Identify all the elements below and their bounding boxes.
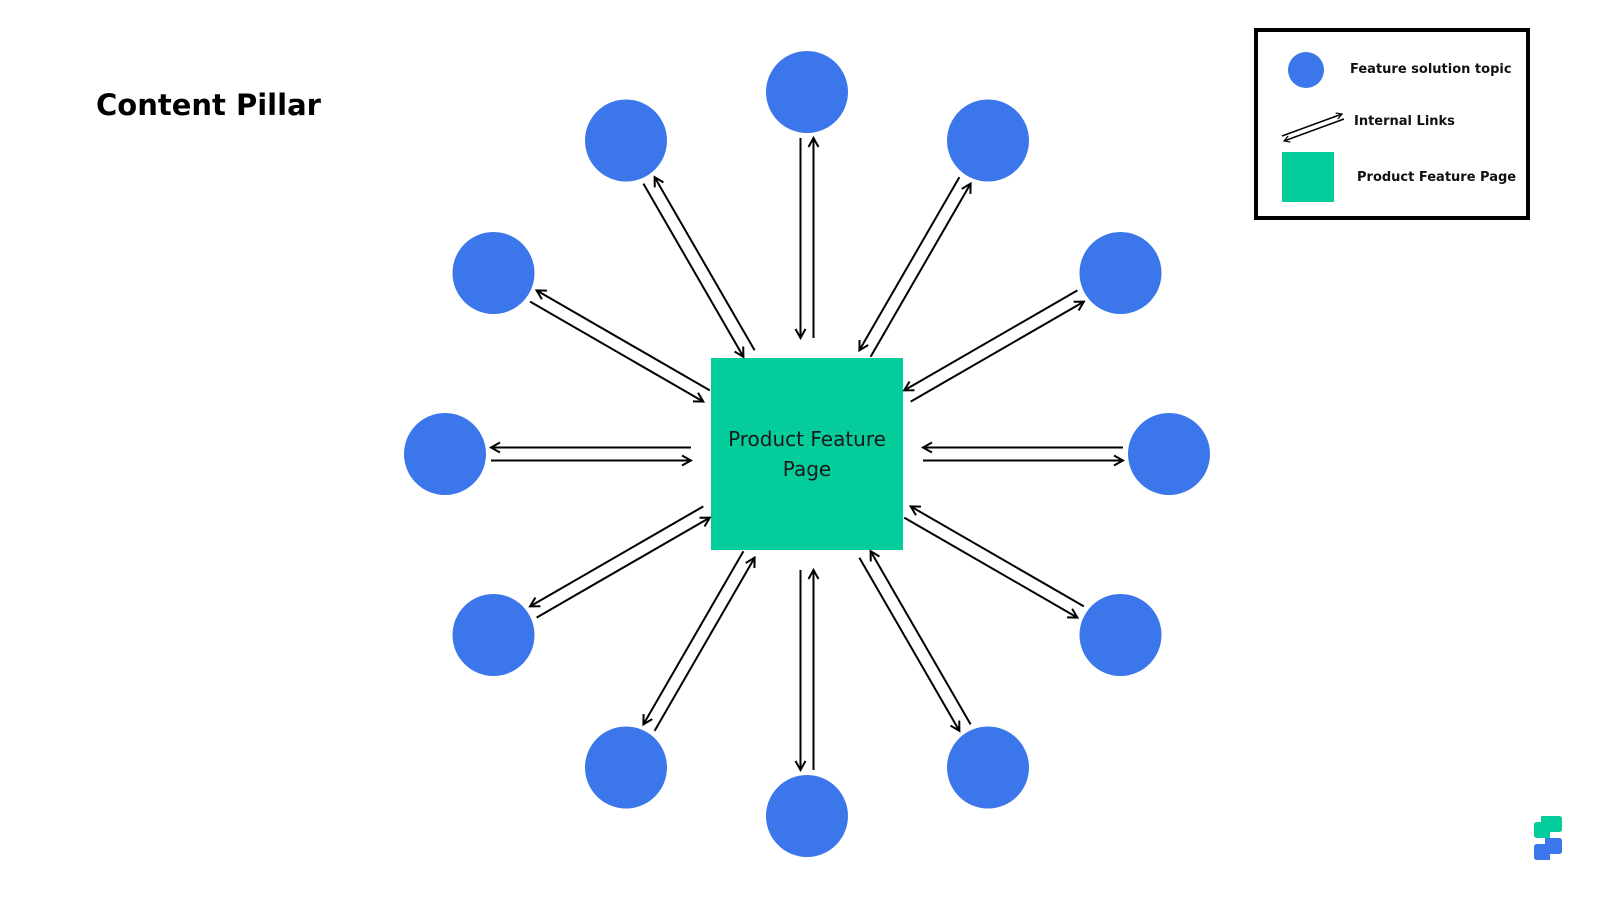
feature-topic-node <box>404 413 486 495</box>
feature-topic-node <box>1128 413 1210 495</box>
feature-topic-nodes-layer <box>404 51 1210 857</box>
internal-link-outbound-arrow <box>655 177 756 351</box>
internal-link-inbound-arrow <box>653 558 755 732</box>
page-title: Content Pillar <box>96 88 321 122</box>
legend-topic-circle-icon <box>1288 52 1324 88</box>
internal-link-outbound-arrow <box>869 184 971 358</box>
feature-topic-node <box>766 775 848 857</box>
legend-topic-label: Feature solution topic <box>1350 62 1512 77</box>
feature-topic-node <box>947 99 1029 182</box>
legend-page-label: Product Feature Page <box>1357 170 1517 185</box>
product-feature-page-node <box>711 358 903 550</box>
legend: Feature solution topic Internal Links Pr… <box>1254 28 1530 220</box>
internal-link-inbound-arrow <box>859 176 961 350</box>
feature-topic-node <box>452 594 535 676</box>
internal-links-layer <box>491 138 1123 770</box>
internal-link-outbound-arrow <box>537 290 711 392</box>
feature-topic-node <box>1079 232 1162 314</box>
internal-link-inbound-arrow <box>904 289 1078 390</box>
legend-links-label: Internal Links <box>1354 114 1455 129</box>
brand-logo-icon <box>1534 816 1562 860</box>
internal-link-outbound-arrow <box>643 550 745 724</box>
feature-topic-node <box>585 726 667 809</box>
feature-topic-node <box>947 726 1029 809</box>
feature-topic-node <box>452 232 535 314</box>
internal-link-outbound-arrow <box>910 302 1084 403</box>
internal-link-outbound-arrow <box>858 557 959 731</box>
feature-topic-node <box>1079 594 1162 676</box>
center-label-line2: Page <box>782 457 832 481</box>
internal-link-outbound-arrow <box>903 516 1077 618</box>
internal-link-inbound-arrow <box>529 300 703 402</box>
legend-page-square-icon <box>1282 152 1334 202</box>
internal-link-inbound-arrow <box>911 506 1085 608</box>
product-feature-page-label: Product Feature Page <box>711 358 903 550</box>
internal-link-inbound-arrow <box>642 183 743 357</box>
feature-topic-node <box>585 99 667 182</box>
center-label-line1: Product Feature <box>728 427 886 451</box>
legend-internal-links-icon <box>1281 112 1345 143</box>
feature-topic-node <box>766 51 848 133</box>
internal-link-inbound-arrow <box>871 551 972 725</box>
internal-link-inbound-arrow <box>536 518 710 619</box>
internal-link-outbound-arrow <box>530 505 704 606</box>
